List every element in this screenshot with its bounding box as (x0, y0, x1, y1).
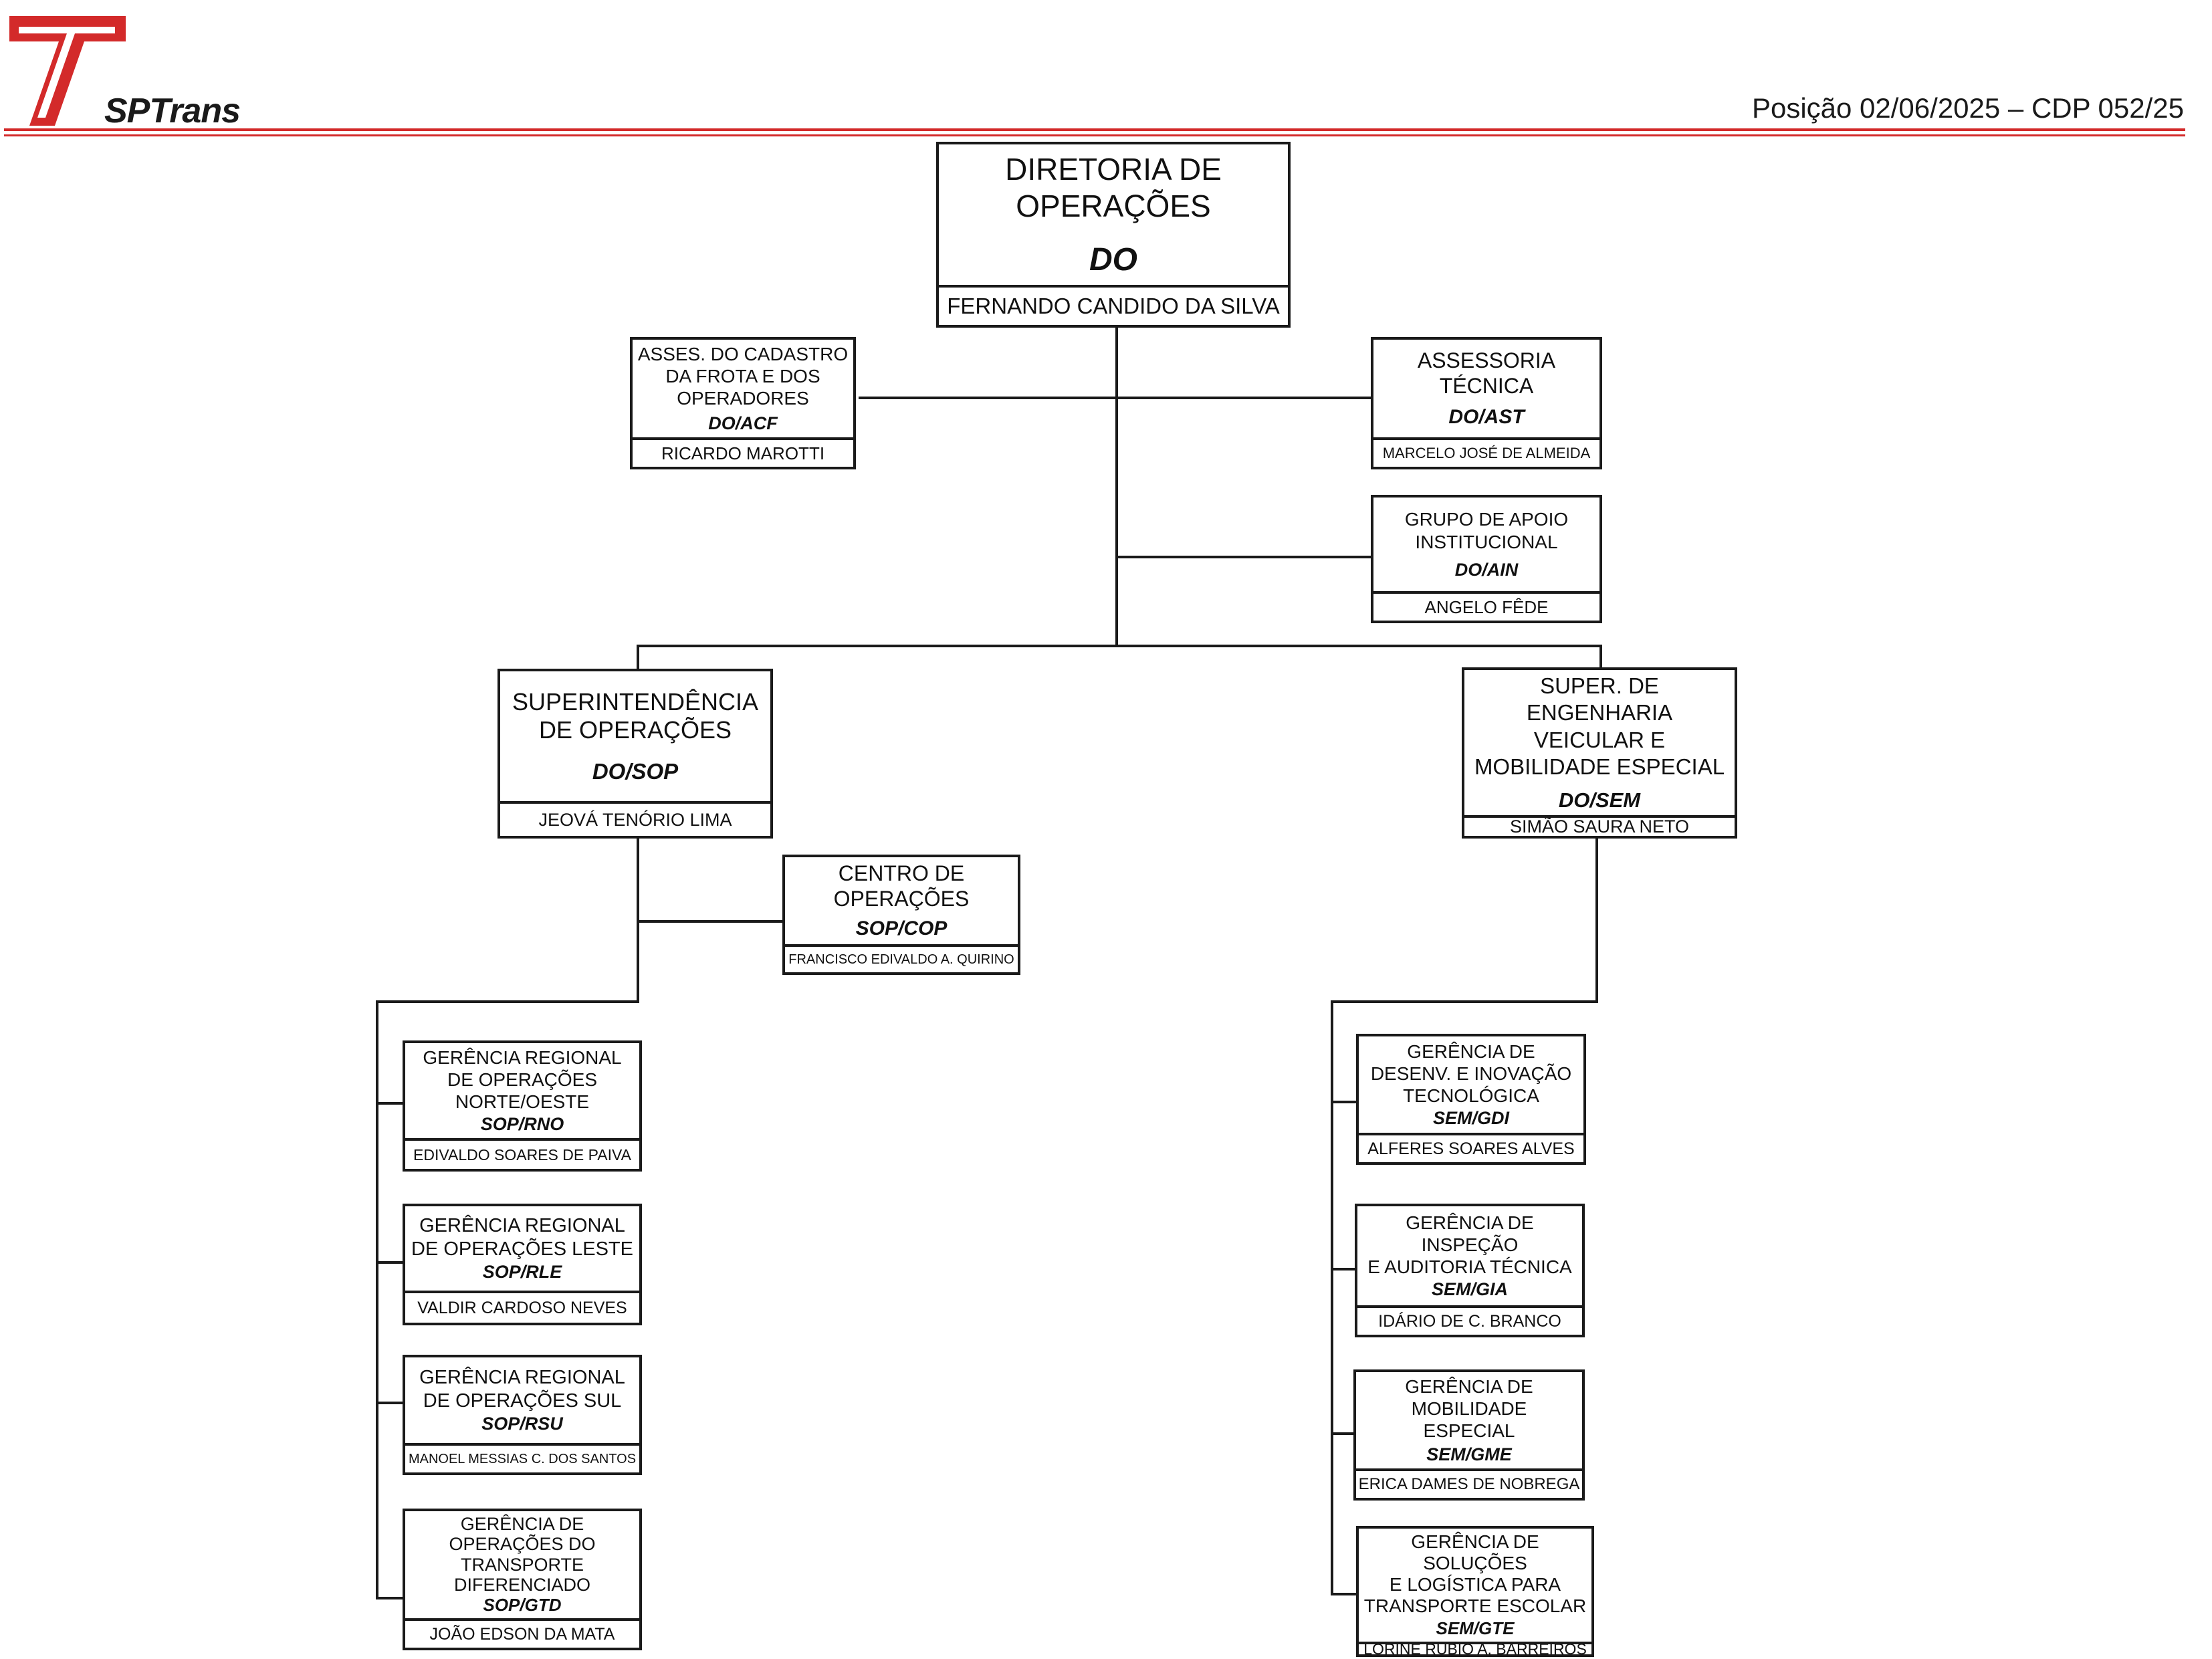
position-date: Posição 02/06/2025 – CDP 052/25 (1751, 92, 2184, 124)
connector-line (1117, 556, 1376, 558)
org-box-rle: GERÊNCIA REGIONAL DE OPERAÇÕES LESTE SOP… (403, 1204, 642, 1325)
unit-name: GERÊNCIA DE INSPEÇÃO E AUDITORIA TÉCNICA (1367, 1212, 1572, 1278)
unit-head: ERICA DAMES DE NOBREGA (1356, 1468, 1582, 1498)
connector-line (637, 645, 1602, 647)
unit-name: DIRETORIA DE OPERAÇÕES (1005, 152, 1222, 223)
connector-line (1331, 1268, 1357, 1270)
unit-name: GERÊNCIA DE DESENV. E INOVAÇÃO TECNOLÓGI… (1370, 1040, 1572, 1107)
brand-name: SPTrans (104, 92, 241, 130)
unit-name: ASSESSORIA TÉCNICA (1417, 348, 1556, 398)
org-box-sop: SUPERINTENDÊNCIA DE OPERAÇÕES DO/SOP JEO… (497, 669, 773, 839)
connector-line (1331, 1432, 1356, 1435)
connector-line (637, 645, 639, 671)
header-rule-top (4, 128, 2185, 131)
org-box-gme: GERÊNCIA DE MOBILIDADE ESPECIAL SEM/GME … (1353, 1369, 1585, 1501)
unit-code: DO (1089, 241, 1137, 278)
org-box-sem: SUPER. DE ENGENHARIA VEICULAR E MOBILIDA… (1462, 667, 1737, 839)
connector-line (1331, 1000, 1333, 1595)
unit-code: SOP/COP (855, 917, 948, 939)
unit-head: FRANCISCO EDIVALDO A. QUIRINO (785, 944, 1018, 972)
unit-head: EDIVALDO SOARES DE PAIVA (405, 1138, 639, 1169)
unit-head: LORINE RUBIO A. BARREIROS (1359, 1641, 1591, 1654)
unit-head: MARCELO JOSÉ DE ALMEIDA (1373, 437, 1599, 467)
unit-code: SOP/GTD (483, 1594, 562, 1615)
connector-line (859, 397, 1376, 399)
unit-code: DO/SOP (592, 759, 679, 784)
org-box-rsu: GERÊNCIA REGIONAL DE OPERAÇÕES SUL SOP/R… (403, 1355, 642, 1475)
unit-code: DO/ACF (708, 413, 778, 434)
header-rule-bottom (4, 134, 2185, 136)
connector-line (1331, 1593, 1359, 1595)
unit-name: ASSES. DO CADASTRO DA FROTA E DOS OPERAD… (637, 343, 849, 409)
unit-code: DO/AIN (1454, 559, 1519, 580)
unit-name: GRUPO DE APOIO INSTITUCIONAL (1404, 509, 1569, 552)
org-box-do: DIRETORIA DE OPERAÇÕES DO FERNANDO CANDI… (936, 142, 1291, 328)
unit-code: SOP/RLE (482, 1261, 562, 1282)
org-box-gte: GERÊNCIA DE SOLUÇÕES E LOGÍSTICA PARA TR… (1356, 1526, 1594, 1657)
unit-name: CENTRO DE OPERAÇÕES (833, 861, 970, 911)
unit-head: VALDIR CARDOSO NEVES (405, 1291, 639, 1323)
connector-line (1331, 1101, 1359, 1103)
unit-name: GERÊNCIA REGIONAL DE OPERAÇÕES SUL (419, 1367, 625, 1412)
org-box-ain: GRUPO DE APOIO INSTITUCIONAL DO/AIN ANGE… (1371, 495, 1602, 623)
unit-name: GERÊNCIA DE OPERAÇÕES DO TRANSPORTE DIFE… (449, 1514, 596, 1595)
unit-name: SUPERINTENDÊNCIA DE OPERAÇÕES (512, 687, 759, 744)
unit-head: JOÃO EDSON DA MATA (405, 1618, 639, 1648)
connector-line (1599, 645, 1602, 670)
connector-line (1595, 839, 1598, 1003)
unit-head: MANOEL MESSIAS C. DOS SANTOS (405, 1443, 639, 1472)
unit-name: GERÊNCIA DE SOLUÇÕES E LOGÍSTICA PARA TR… (1363, 1531, 1587, 1616)
unit-code: SOP/RSU (481, 1413, 563, 1434)
unit-code: SEM/GDI (1432, 1108, 1509, 1129)
unit-code: DO/SEM (1558, 788, 1641, 812)
org-box-cop: CENTRO DE OPERAÇÕES SOP/COP FRANCISCO ED… (782, 855, 1020, 975)
unit-head: IDÁRIO DE C. BRANCO (1357, 1305, 1582, 1335)
unit-head: JEOVÁ TENÓRIO LIMA (500, 801, 770, 836)
unit-name: GERÊNCIA REGIONAL DE OPERAÇÕES NORTE/OES… (423, 1046, 622, 1113)
unit-name: SUPER. DE ENGENHARIA VEICULAR E MOBILIDA… (1474, 673, 1725, 779)
unit-code: DO/AST (1448, 405, 1525, 428)
org-box-gdi: GERÊNCIA DE DESENV. E INOVAÇÃO TECNOLÓGI… (1356, 1034, 1586, 1165)
org-box-acf: ASSES. DO CADASTRO DA FROTA E DOS OPERAD… (630, 337, 856, 469)
unit-head: RICARDO MAROTTI (633, 437, 853, 467)
sptrans-logo-icon (9, 16, 126, 126)
unit-name: GERÊNCIA DE MOBILIDADE ESPECIAL (1405, 1375, 1533, 1442)
org-box-rno: GERÊNCIA REGIONAL DE OPERAÇÕES NORTE/OES… (403, 1040, 642, 1172)
unit-name: GERÊNCIA REGIONAL DE OPERAÇÕES LESTE (411, 1215, 633, 1260)
unit-code: SOP/RNO (480, 1114, 564, 1135)
connector-line (376, 1000, 378, 1599)
connector-line (376, 1261, 405, 1264)
connector-line (1331, 1000, 1598, 1003)
org-box-gia: GERÊNCIA DE INSPEÇÃO E AUDITORIA TÉCNICA… (1355, 1204, 1585, 1337)
unit-code: SEM/GIA (1431, 1279, 1508, 1300)
unit-head: SIMÃO SAURA NETO (1464, 815, 1735, 836)
unit-code: SEM/GTE (1436, 1618, 1515, 1638)
connector-line (376, 1102, 405, 1105)
connector-line (376, 1000, 639, 1003)
connector-line (376, 1402, 405, 1404)
unit-head: FERNANDO CANDIDO DA SILVA (939, 285, 1288, 325)
unit-head: ALFERES SOARES ALVES (1359, 1133, 1583, 1162)
connector-line (376, 1597, 405, 1599)
unit-head: ANGELO FÊDE (1373, 591, 1599, 621)
org-box-ast: ASSESSORIA TÉCNICA DO/AST MARCELO JOSÉ D… (1371, 337, 1602, 469)
connector-line (638, 920, 785, 923)
connector-line (1115, 328, 1118, 647)
org-box-gtd: GERÊNCIA DE OPERAÇÕES DO TRANSPORTE DIFE… (403, 1509, 642, 1650)
unit-code: SEM/GME (1426, 1444, 1512, 1465)
